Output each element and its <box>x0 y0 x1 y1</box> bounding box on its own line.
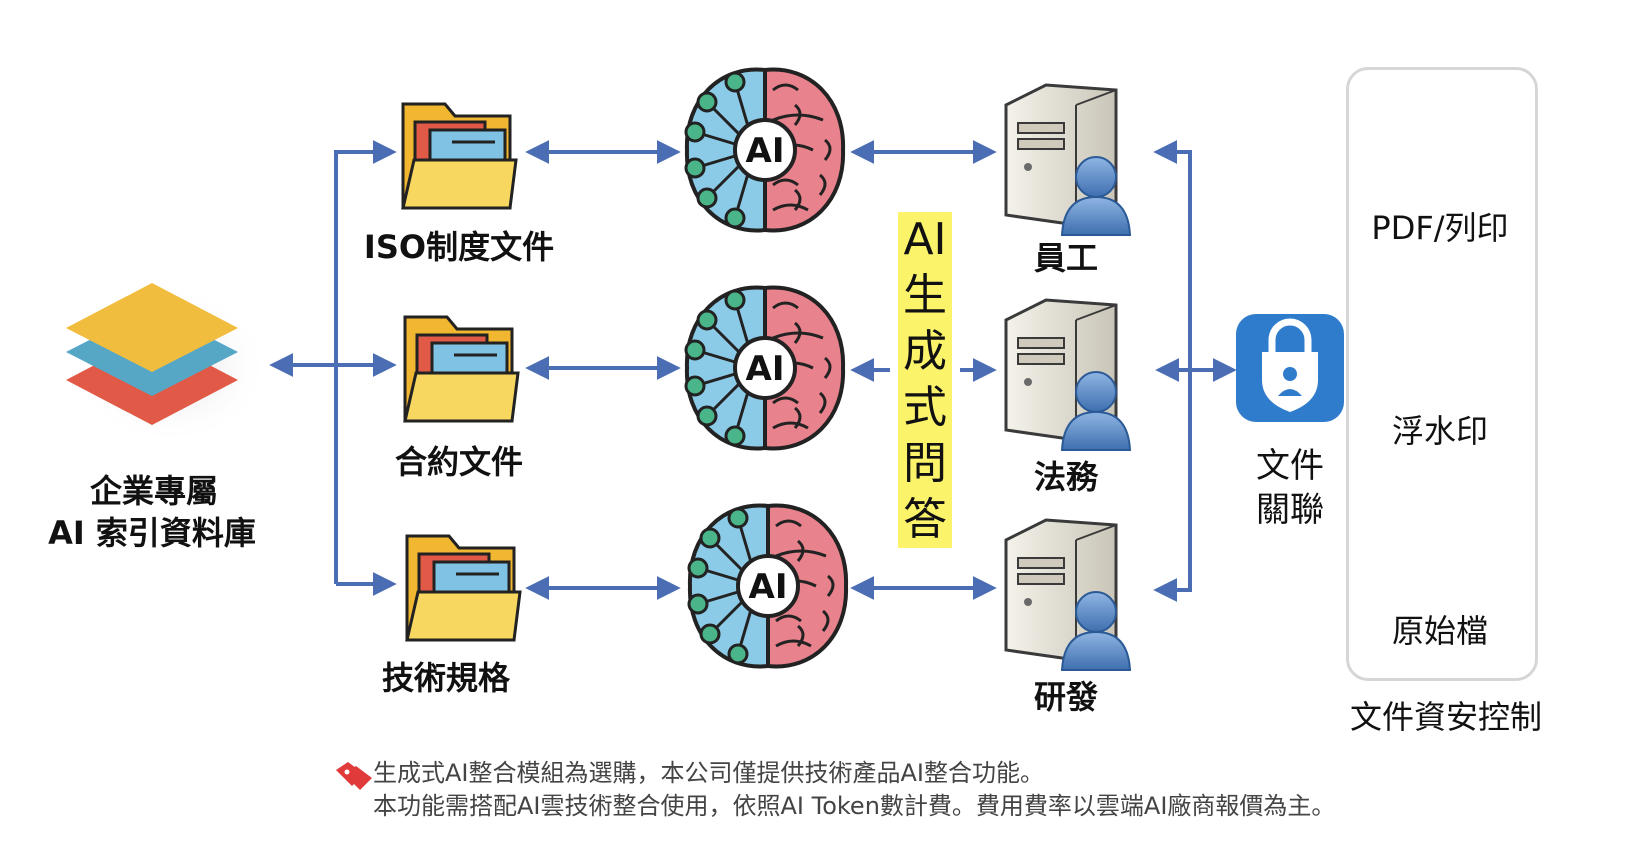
generative-qa-char: 問 <box>903 438 947 489</box>
ai-brain-label: AI <box>746 349 785 389</box>
tag-icon <box>336 762 372 790</box>
generative-qa-char: 生 <box>903 270 947 321</box>
generative-qa-char: 成 <box>903 326 947 377</box>
folder-brain-arrows <box>525 140 681 600</box>
server-user-icon <box>1004 83 1132 236</box>
shield-lock-icon <box>1236 314 1344 422</box>
user-label-rd: 研發 <box>1033 678 1099 716</box>
generative-qa-char: 答 <box>903 494 947 545</box>
ai-brain-icon: AI <box>687 503 849 669</box>
generative-qa-char: 式 <box>903 382 947 433</box>
footnote-line-2: 本功能需搭配AI雲技術整合使用，依照AI Token數計費。費用費率以雲端AI廠… <box>373 792 1336 820</box>
security-panel-caption: 文件資安控制 <box>1349 698 1543 736</box>
footnote-line-1: 生成式AI整合模組為選購，本公司僅提供技術產品AI整合功能。 <box>373 759 1044 787</box>
user-label-staff: 員工 <box>1033 239 1099 277</box>
ai-brain-label: AI <box>746 131 785 171</box>
source-label-line1: 企業專屬 <box>89 472 219 510</box>
document-label-contract: 合約文件 <box>394 443 524 481</box>
footnote: 生成式AI整合模組為選購，本公司僅提供技術產品AI整合功能。 本功能需搭配AI雲… <box>373 757 1335 823</box>
ai-brain-icon: AI <box>684 285 846 451</box>
source-arrows <box>269 140 397 596</box>
brain-server-arrows <box>850 140 997 600</box>
server-lock-arrows <box>1153 140 1237 602</box>
ai-brain-icon: AI <box>684 67 846 233</box>
folder-icon <box>403 315 520 423</box>
source-label-line2: AI 索引資料庫 <box>48 514 256 552</box>
security-item-pdf: PDF/列印 <box>1371 209 1509 247</box>
folder-icon <box>405 534 522 642</box>
security-item-watermark: 浮水印 <box>1391 412 1489 450</box>
ai-brain-label: AI <box>749 567 788 607</box>
server-user-icon <box>1004 518 1132 671</box>
generative-qa-label: AI 生 成 式 問 答 <box>898 212 952 548</box>
association-label-line1: 文件 <box>1256 446 1324 486</box>
server-user-icon <box>1004 298 1132 451</box>
folder-icon <box>401 102 518 210</box>
user-label-legal: 法務 <box>1033 458 1099 496</box>
layer-stack-icon <box>66 283 270 445</box>
security-panel <box>1346 67 1538 681</box>
document-label-iso: ISO制度文件 <box>363 228 555 266</box>
association-label-line2: 關聯 <box>1256 490 1324 530</box>
security-item-original: 原始檔 <box>1391 612 1489 650</box>
document-label-spec: 技術規格 <box>381 659 511 697</box>
generative-qa-char: AI <box>903 214 947 265</box>
